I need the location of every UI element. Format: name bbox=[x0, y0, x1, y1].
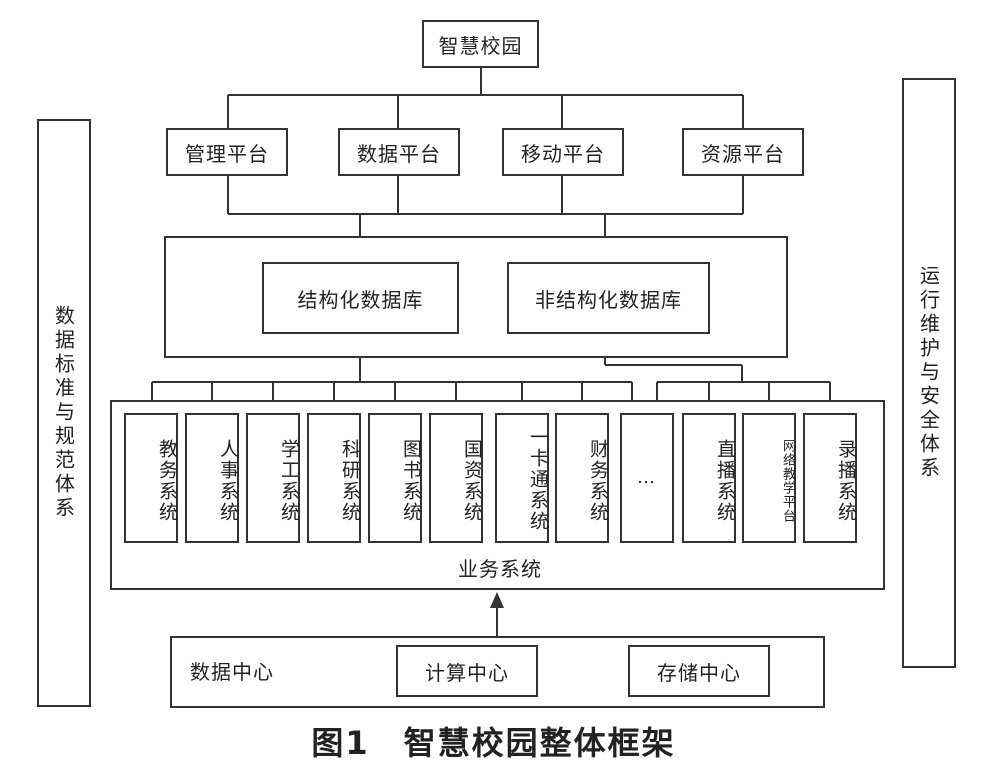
unstructured-db-box bbox=[507, 262, 710, 334]
compute-center-box bbox=[396, 645, 538, 697]
system-label: 录播系统 bbox=[835, 439, 857, 523]
platform-label-mobile: 移动平台 bbox=[521, 141, 605, 166]
platform-box-data bbox=[338, 128, 460, 176]
system-label: 教务系统 bbox=[156, 439, 178, 523]
system-label: 人事系统 bbox=[217, 439, 239, 523]
platform-box-mobile bbox=[502, 128, 624, 176]
smart-campus-box bbox=[422, 20, 539, 68]
business-systems-label: 业务系统 bbox=[458, 556, 542, 581]
platform-label-management: 管理平台 bbox=[185, 141, 269, 166]
system-label: 网络教学平台 bbox=[780, 439, 795, 523]
system-label: 国资系统 bbox=[461, 439, 483, 523]
system-label: 直播系统 bbox=[714, 439, 736, 523]
platform-label-data: 数据平台 bbox=[357, 141, 441, 166]
system-personnel: 人事系统 bbox=[185, 413, 239, 543]
structured-db-box bbox=[262, 262, 459, 334]
system-library: 图书系统 bbox=[368, 413, 422, 543]
smart-campus-label: 智慧校园 bbox=[438, 33, 523, 58]
platform-box-resource bbox=[682, 128, 804, 176]
system-student-affairs: 学工系统 bbox=[246, 413, 300, 543]
platform-label-resource: 资源平台 bbox=[701, 141, 785, 166]
storage-center-box bbox=[628, 645, 770, 697]
structured-db-label: 结构化数据库 bbox=[297, 287, 424, 312]
system-finance: 财务系统 bbox=[555, 413, 609, 543]
system-campus-card: 一卡通系统 bbox=[495, 413, 549, 543]
compute-center-label: 计算中心 bbox=[425, 660, 509, 685]
system-label: 科研系统 bbox=[339, 439, 361, 523]
right-side-label: 运行维护与安全体系 bbox=[916, 265, 941, 481]
system-live-stream: 直播系统 bbox=[682, 413, 736, 543]
system-recording: 录播系统 bbox=[803, 413, 857, 543]
left-side-label: 数据标准与规范体系 bbox=[51, 305, 76, 521]
system-label: 一卡通系统 bbox=[527, 426, 549, 532]
unstructured-db-label: 非结构化数据库 bbox=[535, 287, 682, 312]
system-state-assets: 国资系统 bbox=[429, 413, 483, 543]
system-research: 科研系统 bbox=[307, 413, 361, 543]
figure-caption: 图1 智慧校园整体框架 bbox=[311, 724, 676, 762]
system-label: 学工系统 bbox=[278, 439, 300, 523]
right-side-panel bbox=[902, 78, 956, 668]
system-ellipsis: … bbox=[620, 413, 674, 543]
platform-box-management bbox=[166, 128, 288, 176]
data-center-label: 数据中心 bbox=[190, 659, 274, 684]
system-academic-affairs: 教务系统 bbox=[124, 413, 178, 543]
system-online-teaching: 网络教学平台 bbox=[742, 413, 796, 543]
ellipsis-label: … bbox=[637, 467, 657, 488]
storage-center-label: 存储中心 bbox=[657, 660, 741, 685]
system-label: 图书系统 bbox=[400, 439, 422, 523]
system-label: 财务系统 bbox=[587, 439, 609, 523]
left-side-panel bbox=[37, 119, 91, 707]
